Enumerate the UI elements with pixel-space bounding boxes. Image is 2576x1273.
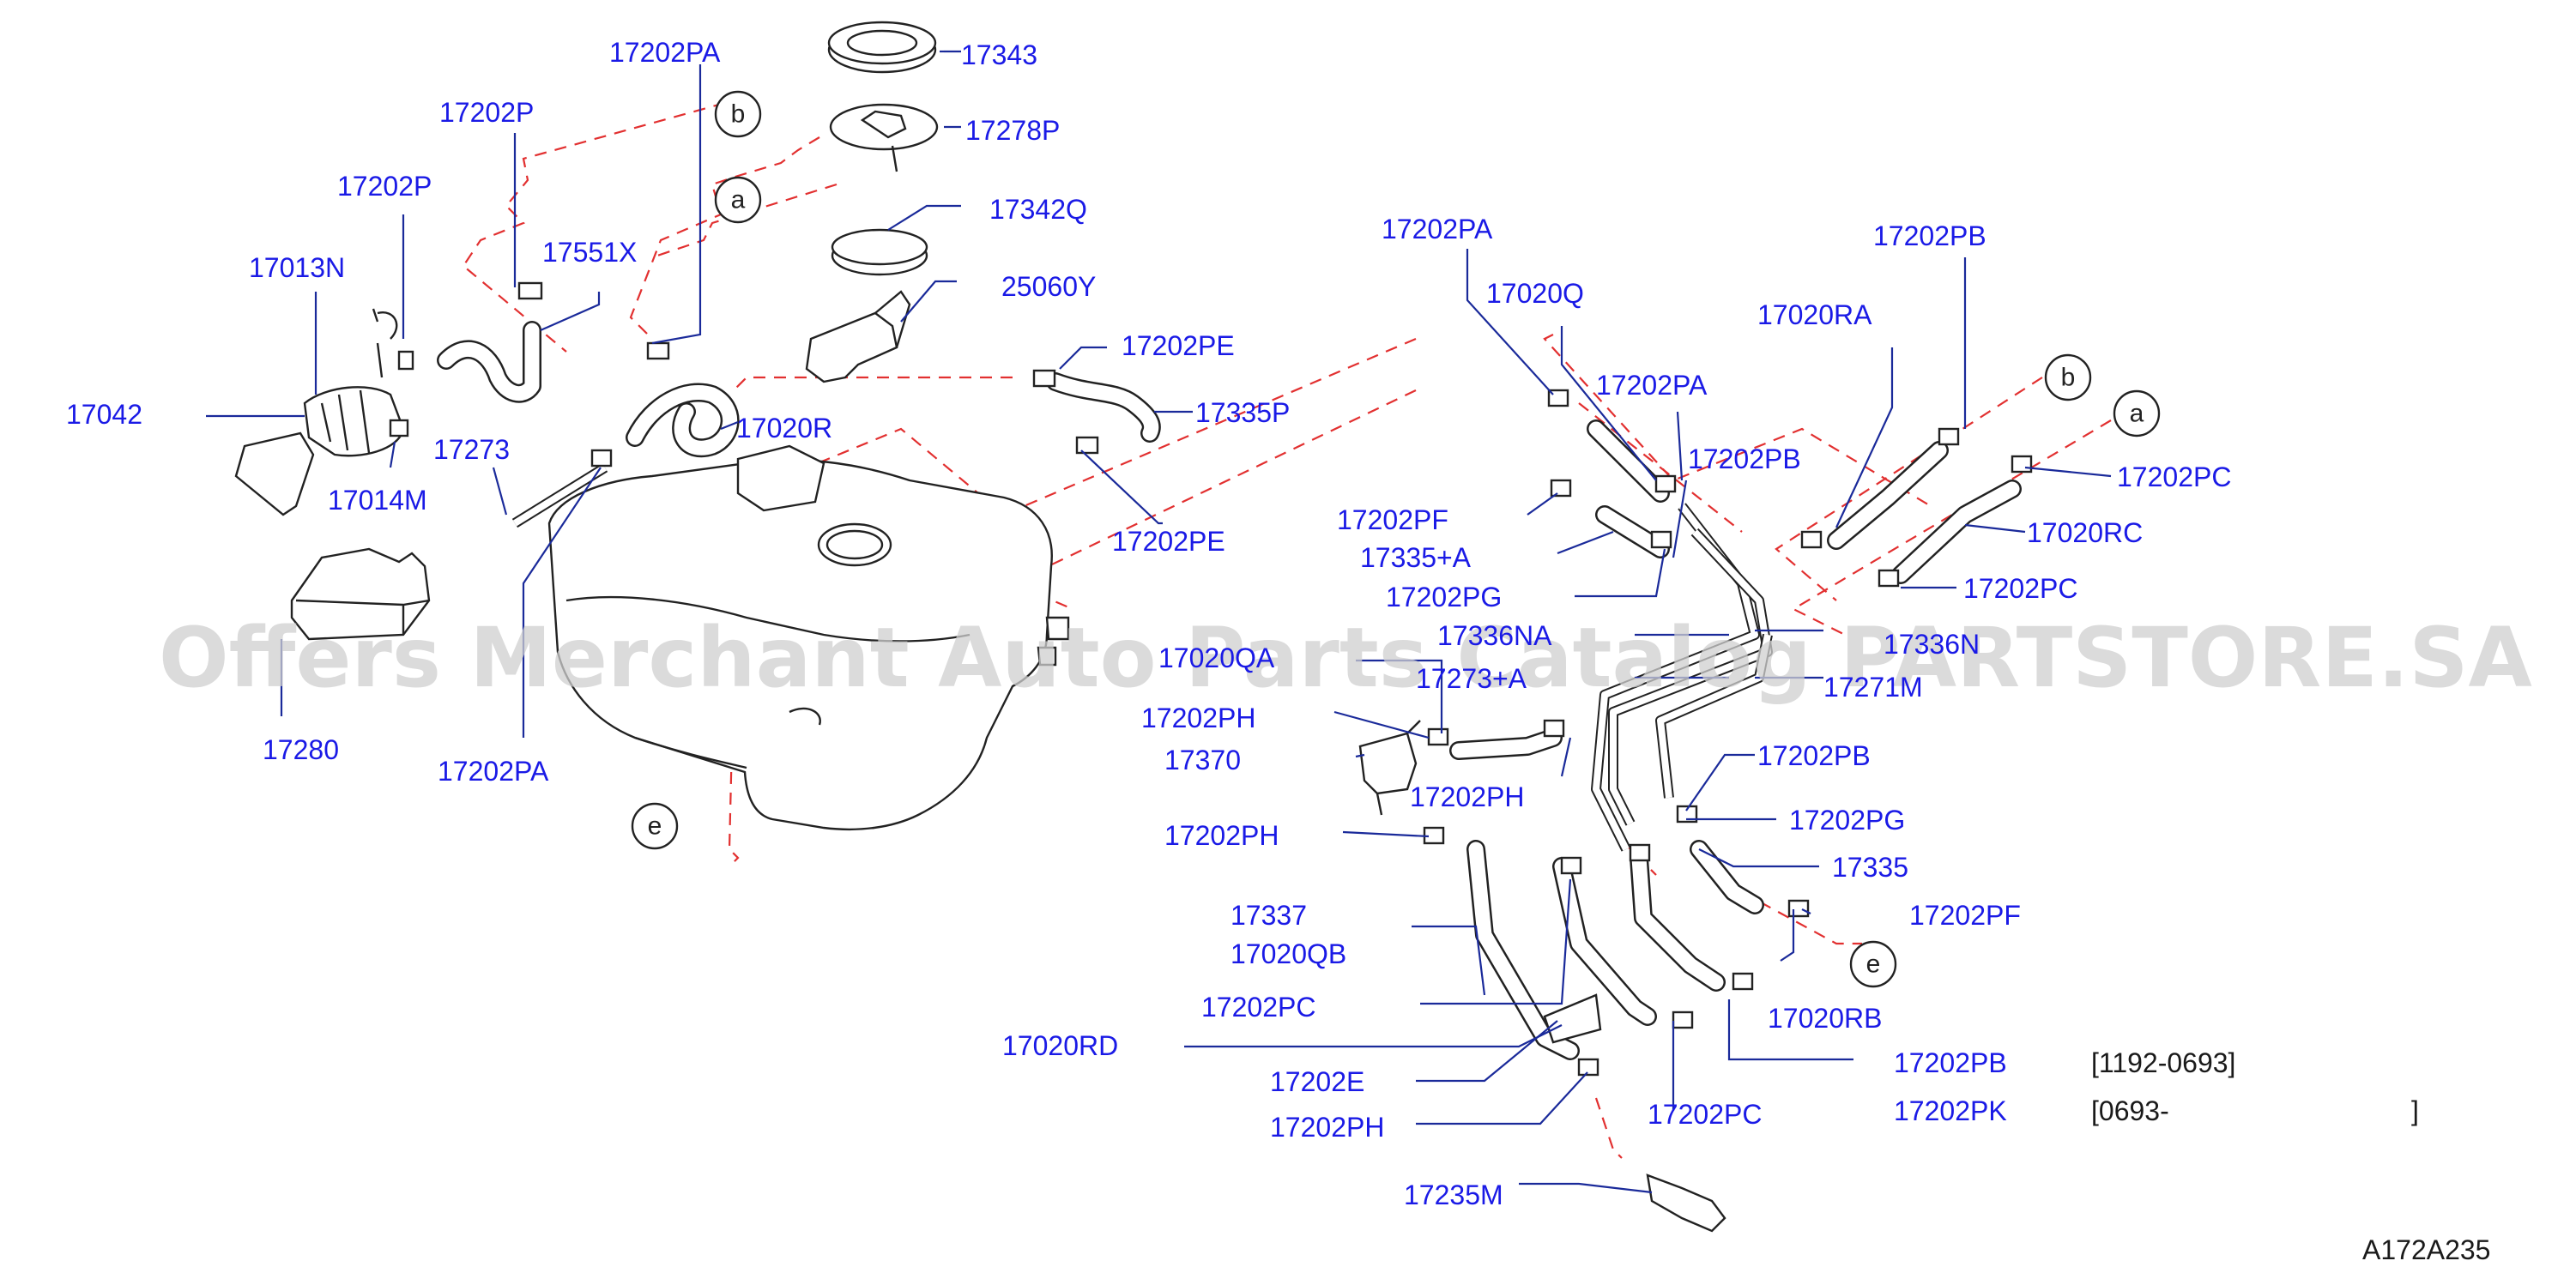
label-17280: 17280 [263, 734, 339, 765]
label-17020RD: 17020RD [1002, 1030, 1118, 1061]
label-17020R: 17020R [736, 413, 832, 443]
marker-b-right [2044, 353, 2092, 401]
label-17020QB: 17020QB [1231, 938, 1346, 969]
figure-code: A172A235 [2362, 1234, 2490, 1265]
label-17202PF-b: 17202PF [1909, 900, 2021, 931]
label-17202PC-low: 17202PC [1201, 992, 1315, 1023]
label-17235M: 17235M [1404, 1179, 1503, 1210]
label-17202PE-mid: 17202PE [1112, 526, 1225, 557]
label-17202PK: 17202PK [1894, 1095, 2007, 1126]
label-17202PH-d: 17202PH [1270, 1112, 1384, 1143]
label-17202PE-top: 17202PE [1122, 330, 1235, 361]
label-17020RA: 17020RA [1757, 299, 1872, 330]
marker-e-right-text: e [1866, 950, 1881, 979]
label-17273A: 17273+A [1416, 663, 1527, 694]
label-17020QA: 17020QA [1158, 643, 1275, 673]
fuel-tank [547, 444, 1070, 831]
label-17014M: 17014M [328, 485, 427, 516]
label-17370: 17370 [1164, 745, 1241, 775]
label-17336NA: 17336NA [1437, 620, 1552, 651]
label-17202P-b: 17202P [337, 171, 432, 202]
label-25060Y: 25060Y [1001, 271, 1096, 302]
label-17202PC-r2: 17202PC [1963, 573, 2077, 604]
label-17343: 17343 [961, 39, 1037, 70]
label-17013N: 17013N [249, 252, 345, 283]
label-17342Q: 17342Q [989, 194, 1087, 225]
label-17020RC: 17020RC [2027, 517, 2143, 548]
marker-a-right-text: a [2130, 400, 2144, 428]
marker-b-right-text: b [2061, 364, 2076, 392]
label-17202PA-top: 17202PA [609, 37, 721, 68]
date-range-1: [1192-0693] [2091, 1047, 2235, 1078]
label-17278P: 17278P [965, 115, 1060, 146]
marker-e-right [1849, 940, 1897, 988]
label-17335P: 17335P [1195, 397, 1290, 428]
marker-e-left-text: e [648, 812, 662, 841]
label-17336N: 17336N [1884, 629, 1980, 660]
marker-b-left [714, 90, 762, 138]
marker-a-right [2113, 389, 2161, 437]
label-17202E: 17202E [1270, 1066, 1364, 1097]
label-17202PB-low: 17202PB [1894, 1047, 2007, 1078]
label-17202PG-a: 17202PG [1386, 582, 1502, 612]
label-17020Q: 17020Q [1486, 278, 1584, 309]
marker-e-left [631, 802, 679, 850]
label-17202PA-left: 17202PA [438, 756, 549, 787]
label-17020RB: 17020RB [1768, 1003, 1882, 1034]
label-17551X: 17551X [542, 237, 637, 268]
marker-a-left [714, 176, 762, 224]
label-17202PH-c: 17202PH [1164, 820, 1279, 851]
label-17202P-a: 17202P [439, 97, 534, 128]
label-17271M: 17271M [1823, 672, 1923, 703]
date-range-2-close: ] [2411, 1095, 2419, 1126]
label-17337: 17337 [1231, 900, 1307, 931]
label-17202PG-b: 17202PG [1789, 805, 1905, 836]
label-17202PC-r1: 17202PC [2117, 462, 2231, 492]
label-17335A: 17335+A [1360, 542, 1472, 573]
part-labels: 17202PA 17343 17202P 17278P 17202P 17342… [66, 37, 2231, 1210]
date-range-2: [0693- [2091, 1095, 2169, 1126]
marker-b-left-text: b [731, 100, 746, 129]
label-17202PH-b: 17202PH [1410, 781, 1524, 812]
date-codes: [1192-0693] [0693- ] [2091, 1047, 2419, 1126]
label-17202PC-bot: 17202PC [1648, 1099, 1762, 1130]
marker-a-left-text: a [731, 186, 746, 214]
leader-lines [206, 50, 2112, 1194]
label-17202PF-a: 17202PF [1337, 504, 1448, 535]
watermark: Offers Merchant Auto Parts Catalog PARTS… [159, 610, 2532, 706]
label-17202PH-a: 17202PH [1141, 703, 1255, 733]
right-side-hoses-and-pipes [1358, 389, 2033, 1233]
label-17273: 17273 [433, 434, 510, 465]
pump-assembly-parts [234, 21, 1161, 641]
label-17042: 17042 [66, 399, 142, 430]
label-17335: 17335 [1832, 852, 1908, 883]
label-17202PB-top: 17202PB [1873, 220, 1986, 251]
label-17202PA-r1: 17202PA [1382, 214, 1493, 244]
label-17202PA-r2: 17202PA [1596, 370, 1708, 401]
label-17202PB-r: 17202PB [1757, 740, 1871, 771]
reference-markers: b a b a e e [631, 90, 2161, 988]
label-17202PB-mid: 17202PB [1688, 443, 1801, 474]
